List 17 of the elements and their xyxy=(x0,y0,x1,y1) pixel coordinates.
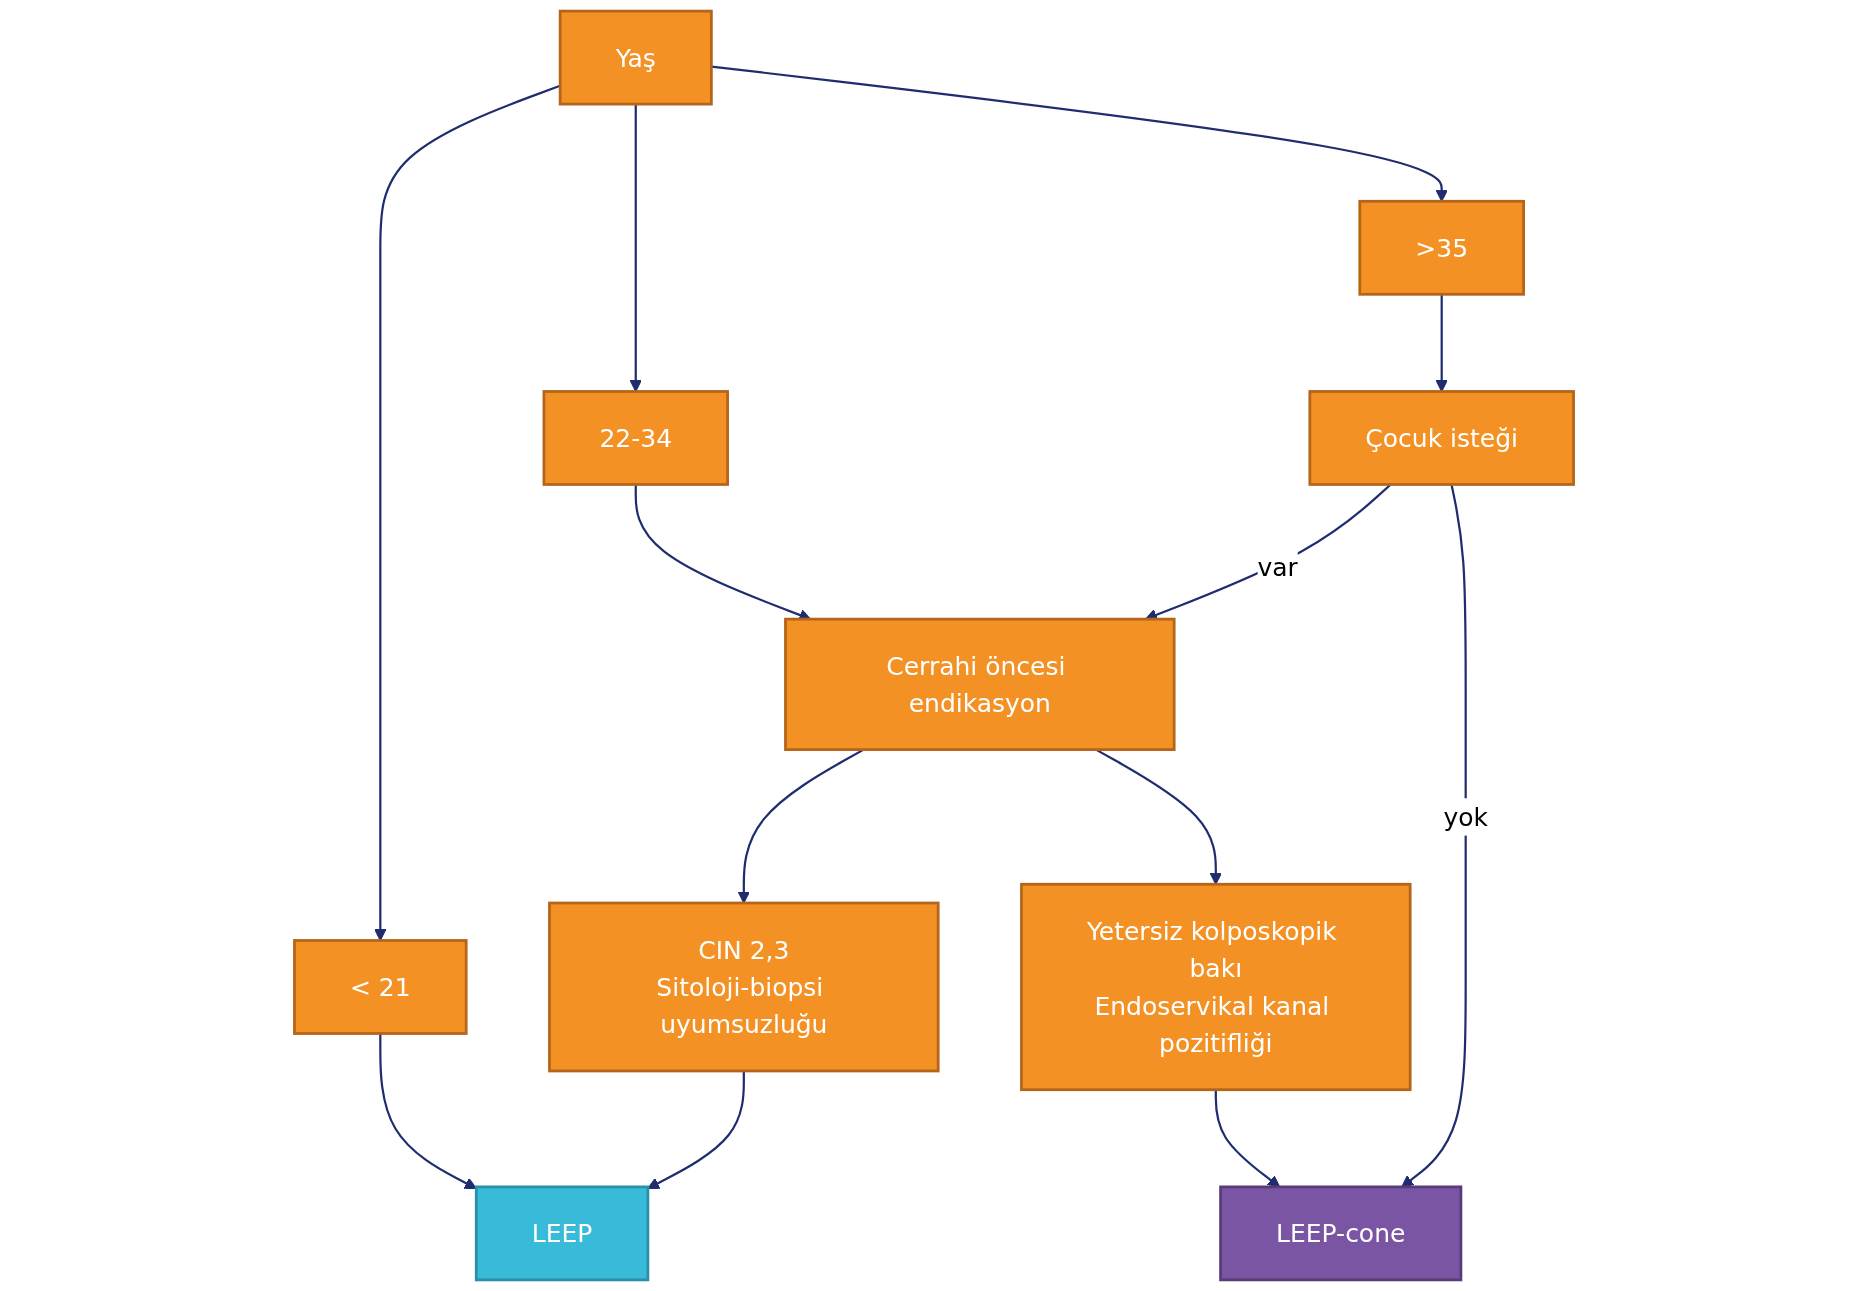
node-box: LEEP-cone xyxy=(1219,1185,1463,1282)
arrow xyxy=(711,65,1448,202)
node-box: Yetersiz kolposkopik bakı Endoservikal kanal pozitifliği xyxy=(1020,882,1412,1092)
node-box: Cerrahi öncesi endikasyon xyxy=(784,617,1176,751)
arrow xyxy=(1435,294,1448,392)
arrow xyxy=(647,1070,745,1190)
node-box: < 21 xyxy=(293,939,468,1035)
arrow xyxy=(629,104,642,392)
node-box: Yaş xyxy=(558,9,713,106)
edge-label: var xyxy=(1257,552,1298,582)
node-box: CIN 2,3 Sitoloji-biopsi uyumsuzluğu xyxy=(548,901,940,1073)
node-box: 22-34 xyxy=(542,390,729,486)
node-box: >35 xyxy=(1358,199,1525,296)
arrow xyxy=(379,1033,477,1190)
node-box: LEEP xyxy=(474,1185,650,1282)
node-box: Çocuk isteği xyxy=(1308,390,1575,486)
edge-label: yok xyxy=(1443,802,1488,832)
